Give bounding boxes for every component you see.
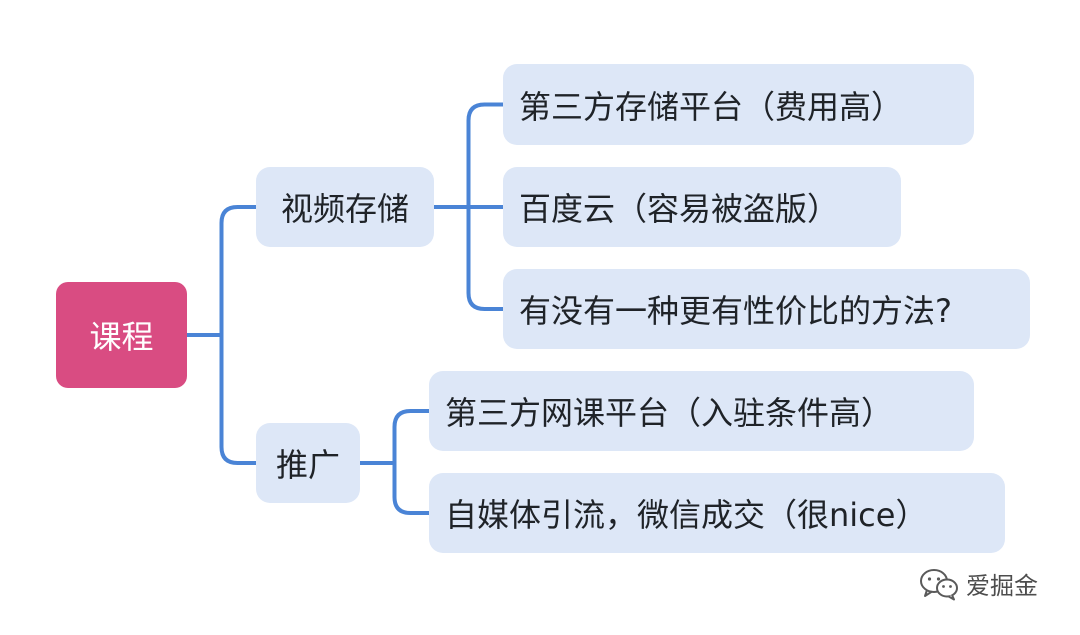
leaf-node-baidu-cloud: 百度云（容易被盗版） <box>503 167 901 247</box>
leaf-node-third-party-storage: 第三方存储平台（费用高） <box>503 64 974 145</box>
root-label: 课程 <box>89 318 154 356</box>
leaf-label: 第三方网课平台（入驻条件高） <box>445 394 894 432</box>
leaf-label: 有没有一种更有性价比的方法? <box>519 292 952 330</box>
branch-node-video-storage: 视频存储 <box>256 167 434 247</box>
leaf-node-cost-effective-question: 有没有一种更有性价比的方法? <box>503 269 1030 349</box>
watermark: 爱掘金 <box>918 566 1038 601</box>
leaf-label: 百度云（容易被盗版） <box>519 190 840 228</box>
leaf-node-self-media-wechat: 自媒体引流，微信成交（很nice） <box>429 473 1005 553</box>
branch-node-promotion: 推广 <box>256 423 360 503</box>
connector-video-storage-to-leaves <box>432 102 505 311</box>
connector-promotion-to-leaves <box>358 409 431 515</box>
leaf-label: 自媒体引流，微信成交（很nice） <box>445 496 928 534</box>
root-node: 课程 <box>56 282 187 388</box>
connector-root-to-branches <box>185 205 258 465</box>
leaf-label: 第三方存储平台（费用高） <box>519 87 904 126</box>
leaf-node-online-course-platform: 第三方网课平台（入驻条件高） <box>429 371 974 451</box>
watermark-text: 爱掘金 <box>966 572 1038 600</box>
branch-label: 视频存储 <box>280 190 409 228</box>
branch-label: 推广 <box>275 446 340 484</box>
wechat-icon <box>920 568 958 600</box>
